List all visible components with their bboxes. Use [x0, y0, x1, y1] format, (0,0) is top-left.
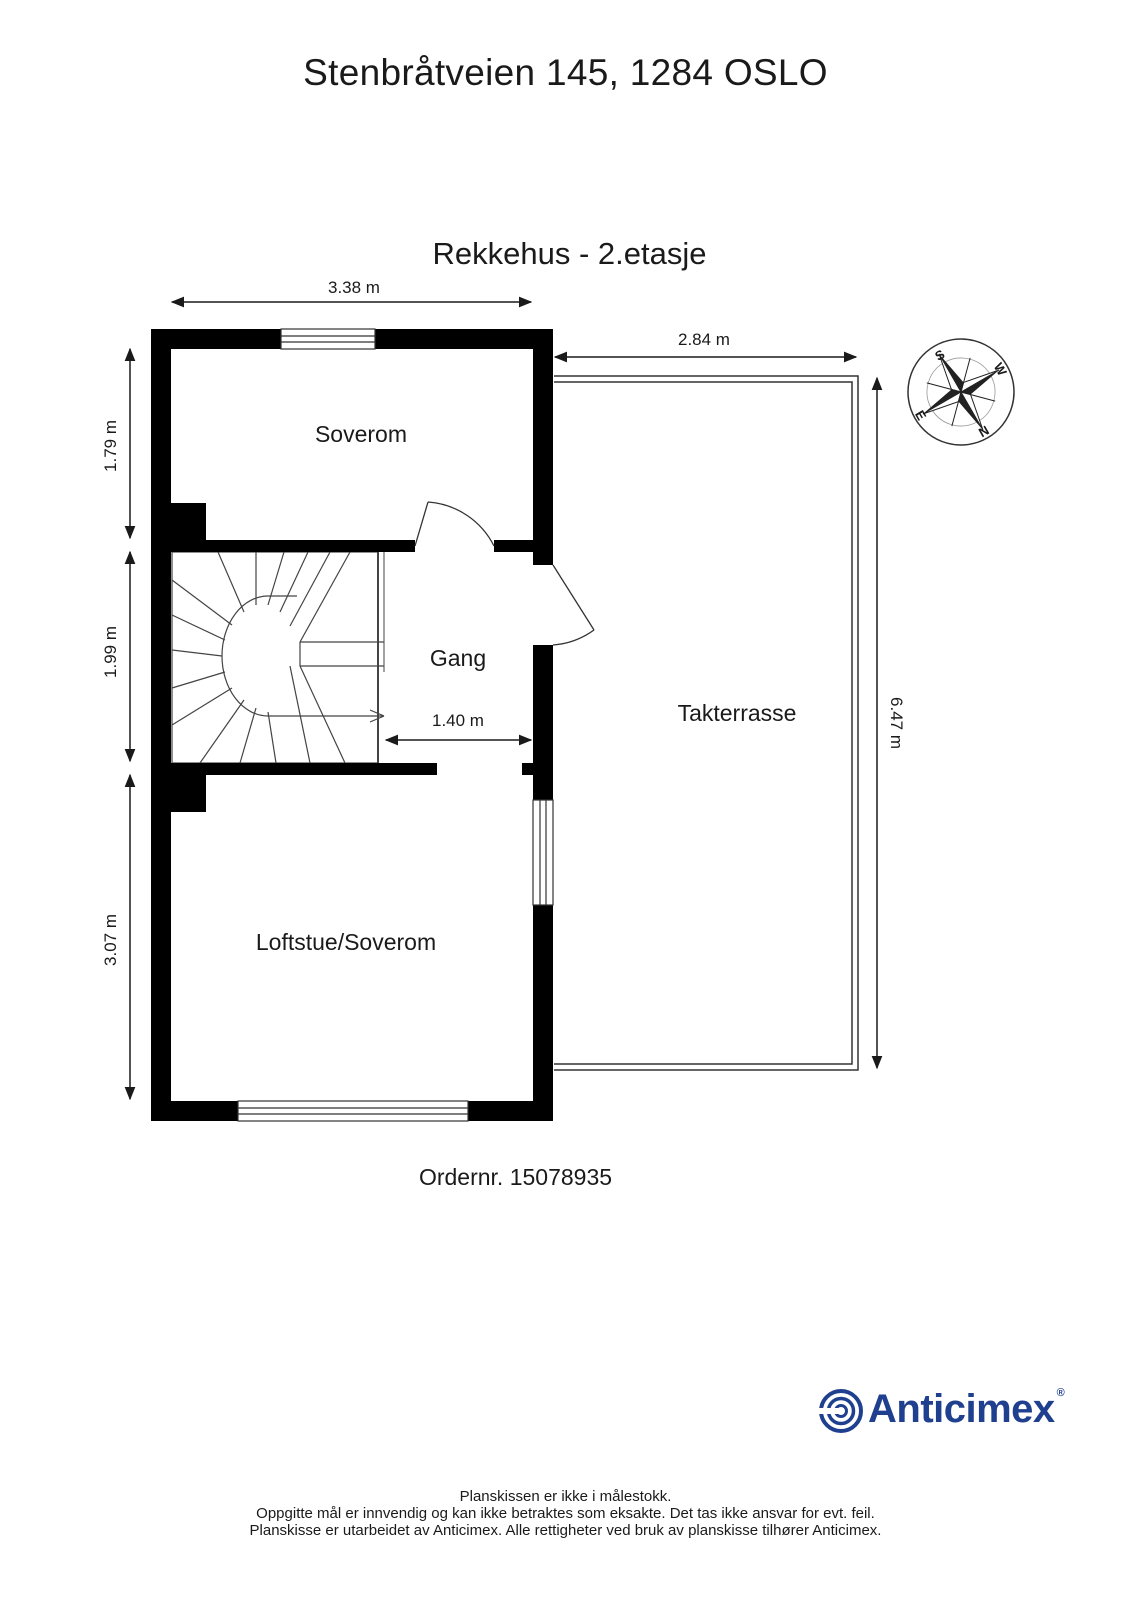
walls — [151, 329, 553, 1121]
dim-top-width: 3.38 m — [328, 278, 380, 297]
logo-name: Anticimex — [868, 1387, 1055, 1431]
room-label-takterrasse: Takterrasse — [678, 700, 797, 726]
address-title: Stenbråtveien 145, 1284 OSLO — [303, 52, 828, 93]
dimension-lines — [124, 296, 883, 1101]
registered-mark: ® — [1056, 1387, 1065, 1399]
disclaimer-line-3: Planskisse er utarbeidet av Anticimex. A… — [249, 1522, 882, 1539]
anticimex-logo-text: Anticimex® — [868, 1387, 1065, 1432]
terrace-outline — [554, 375, 859, 1071]
compass-rose: S N W E — [907, 338, 1015, 446]
dim-left-top: 1.79 m — [101, 420, 120, 472]
dim-left-middle: 1.99 m — [101, 626, 120, 678]
dim-terrace-width: 2.84 m — [678, 330, 730, 349]
room-label-gang: Gang — [430, 645, 486, 671]
windows — [237, 328, 554, 1122]
disclaimer-line-1: Planskissen er ikke i målestokk. — [459, 1488, 672, 1505]
floor-title: Rekkehus - 2.etasje — [432, 236, 707, 271]
disclaimer: Planskissen er ikke i målestokk. Oppgitt… — [0, 1488, 1131, 1539]
anticimex-logo-icon — [817, 1389, 863, 1433]
dim-left-bottom: 3.07 m — [101, 914, 120, 966]
dim-terrace-height: 6.47 m — [887, 697, 906, 749]
dim-hallway-width: 1.40 m — [432, 711, 484, 730]
disclaimer-line-2: Oppgitte mål er innvendig og kan ikke be… — [256, 1505, 875, 1522]
staircase — [171, 551, 385, 764]
doors — [414, 501, 595, 646]
room-label-soverom: Soverom — [315, 421, 407, 447]
room-label-loftstue: Loftstue/Soverom — [256, 929, 436, 955]
order-number: Ordernr. 15078935 — [418, 1164, 613, 1190]
